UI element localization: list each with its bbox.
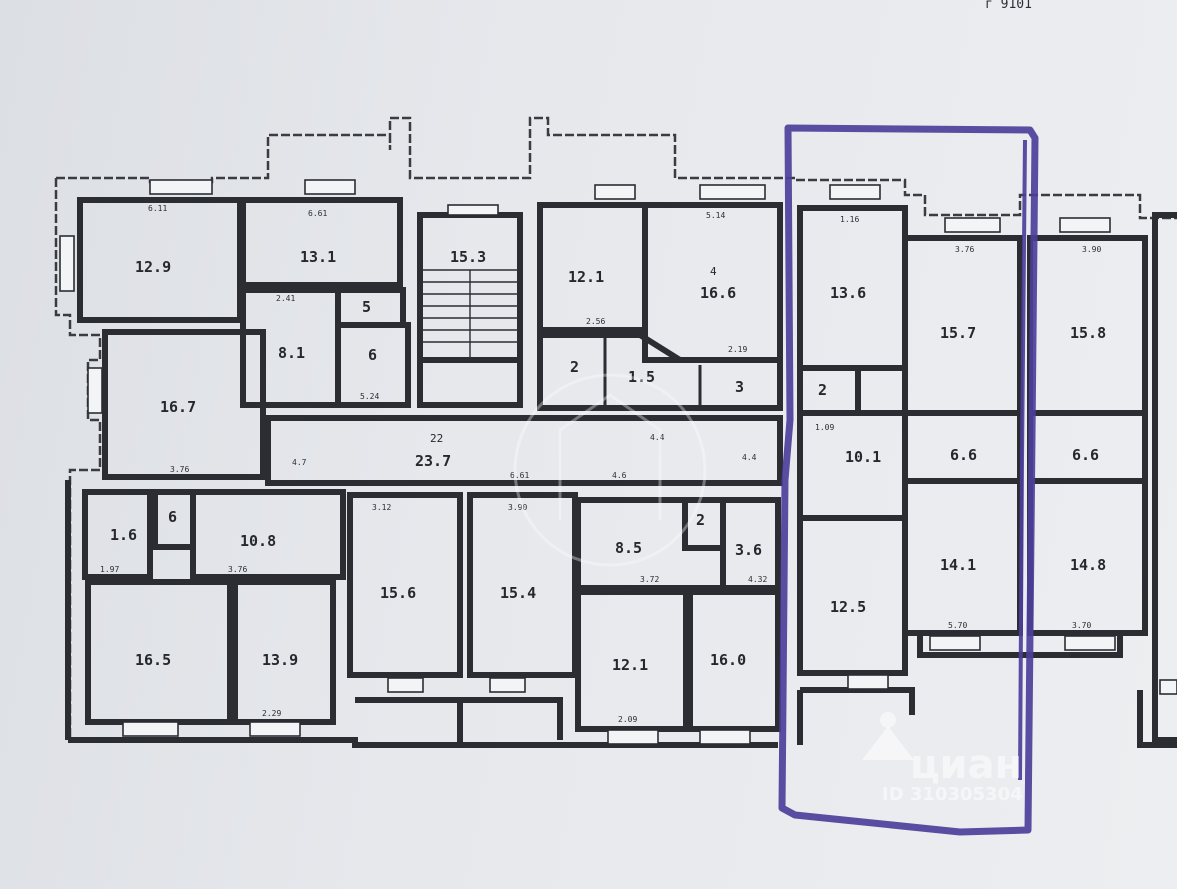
watermark-id: ID 310305304 xyxy=(882,784,1023,805)
room-area: 14.1 xyxy=(940,556,976,574)
room-number: 22 xyxy=(430,432,443,445)
dim-label: 2.19 xyxy=(728,345,747,354)
dim-label: 3.76 xyxy=(955,245,974,254)
building-outline xyxy=(54,116,1177,742)
room-labels: 12.9 13.1 15.3 12.1 4 16.6 13.6 15.7 15.… xyxy=(110,248,1106,674)
dim-label: 2.09 xyxy=(618,715,637,724)
staircase xyxy=(422,269,518,358)
room-area: 13.9 xyxy=(262,651,298,669)
dim-label: 5.24 xyxy=(360,392,379,401)
dim-label: 2.29 xyxy=(262,709,281,718)
room-area: 23.7 xyxy=(415,452,451,470)
room-area: 14.8 xyxy=(1070,556,1106,574)
room-area: 10.8 xyxy=(240,532,276,550)
room-area: 16.7 xyxy=(160,398,196,416)
room-area: 15.7 xyxy=(940,324,976,342)
dim-label: 4.7 xyxy=(292,458,307,467)
dim-label: 1.16 xyxy=(840,215,859,224)
room-area: 16.5 xyxy=(135,651,171,669)
room-area: 8.1 xyxy=(278,344,305,362)
room-number: 4 xyxy=(710,265,717,278)
room-area: 13.1 xyxy=(300,248,336,266)
room-area: 2 xyxy=(818,381,827,399)
watermark: циан ID 310305304 xyxy=(513,373,1023,805)
room-area: 16.0 xyxy=(710,651,746,669)
room-area: 12.9 xyxy=(135,258,171,276)
dim-label: 5.70 xyxy=(948,621,967,630)
room-area: 8.5 xyxy=(615,539,642,557)
room-area: 15.6 xyxy=(380,584,416,602)
room-area: 2 xyxy=(696,511,705,529)
room-area: 12.1 xyxy=(612,656,648,674)
room-area: 15.4 xyxy=(500,584,536,602)
dim-label: 3.76 xyxy=(170,465,189,474)
windows xyxy=(59,179,1177,745)
room-area: 10.1 xyxy=(845,448,881,466)
dim-label: 5.14 xyxy=(706,211,725,220)
room-area: 2 xyxy=(570,358,579,376)
dim-label: 4.4 xyxy=(650,433,665,442)
room-area: 6.6 xyxy=(1072,446,1099,464)
walls xyxy=(65,197,1177,748)
room-area: 5 xyxy=(362,298,371,316)
selected-area-divider xyxy=(1018,139,1027,781)
room-area: 12.1 xyxy=(568,268,604,286)
corner-code: г 9101 xyxy=(985,0,1032,12)
watermark-brand: циан xyxy=(910,742,1022,788)
dim-label: 6.61 xyxy=(510,471,529,480)
cian-logo-icon xyxy=(862,726,914,770)
room-area: 6 xyxy=(368,346,377,364)
room-area: 3.6 xyxy=(735,541,762,559)
dim-label: 4.6 xyxy=(612,471,627,480)
dim-label: 2.56 xyxy=(586,317,605,326)
room-area: 1.6 xyxy=(110,526,137,544)
room-area: 6.6 xyxy=(950,446,977,464)
dim-label: 4.4 xyxy=(742,453,757,462)
dim-label: 3.12 xyxy=(372,503,391,512)
dim-label: 3.76 xyxy=(228,565,247,574)
dim-label: 1.09 xyxy=(815,423,834,432)
room-area: 3 xyxy=(735,378,744,396)
dim-label: 1.97 xyxy=(100,565,119,574)
room-area: 12.5 xyxy=(830,598,866,616)
dim-label: 3.72 xyxy=(640,575,659,584)
dim-label: 6.11 xyxy=(148,204,167,213)
room-area: 1.5 xyxy=(628,368,655,386)
dimension-labels: 6.11 6.61 2.41 2.56 5.14 2.19 1.16 3.76 … xyxy=(100,204,1101,724)
room-area: 13.6 xyxy=(830,284,866,302)
room-area: 6 xyxy=(168,508,177,526)
dim-label: 6.61 xyxy=(308,209,327,218)
selected-area-outline xyxy=(778,124,1039,836)
room-area: 15.3 xyxy=(450,248,486,266)
room-area: 16.6 xyxy=(700,284,736,302)
room-area: 15.8 xyxy=(1070,324,1106,342)
dim-label: 3.70 xyxy=(1072,621,1091,630)
dim-label: 2.41 xyxy=(276,294,295,303)
dim-label: 4.32 xyxy=(748,575,767,584)
dim-label: 3.90 xyxy=(508,503,527,512)
dim-label: 3.90 xyxy=(1082,245,1101,254)
